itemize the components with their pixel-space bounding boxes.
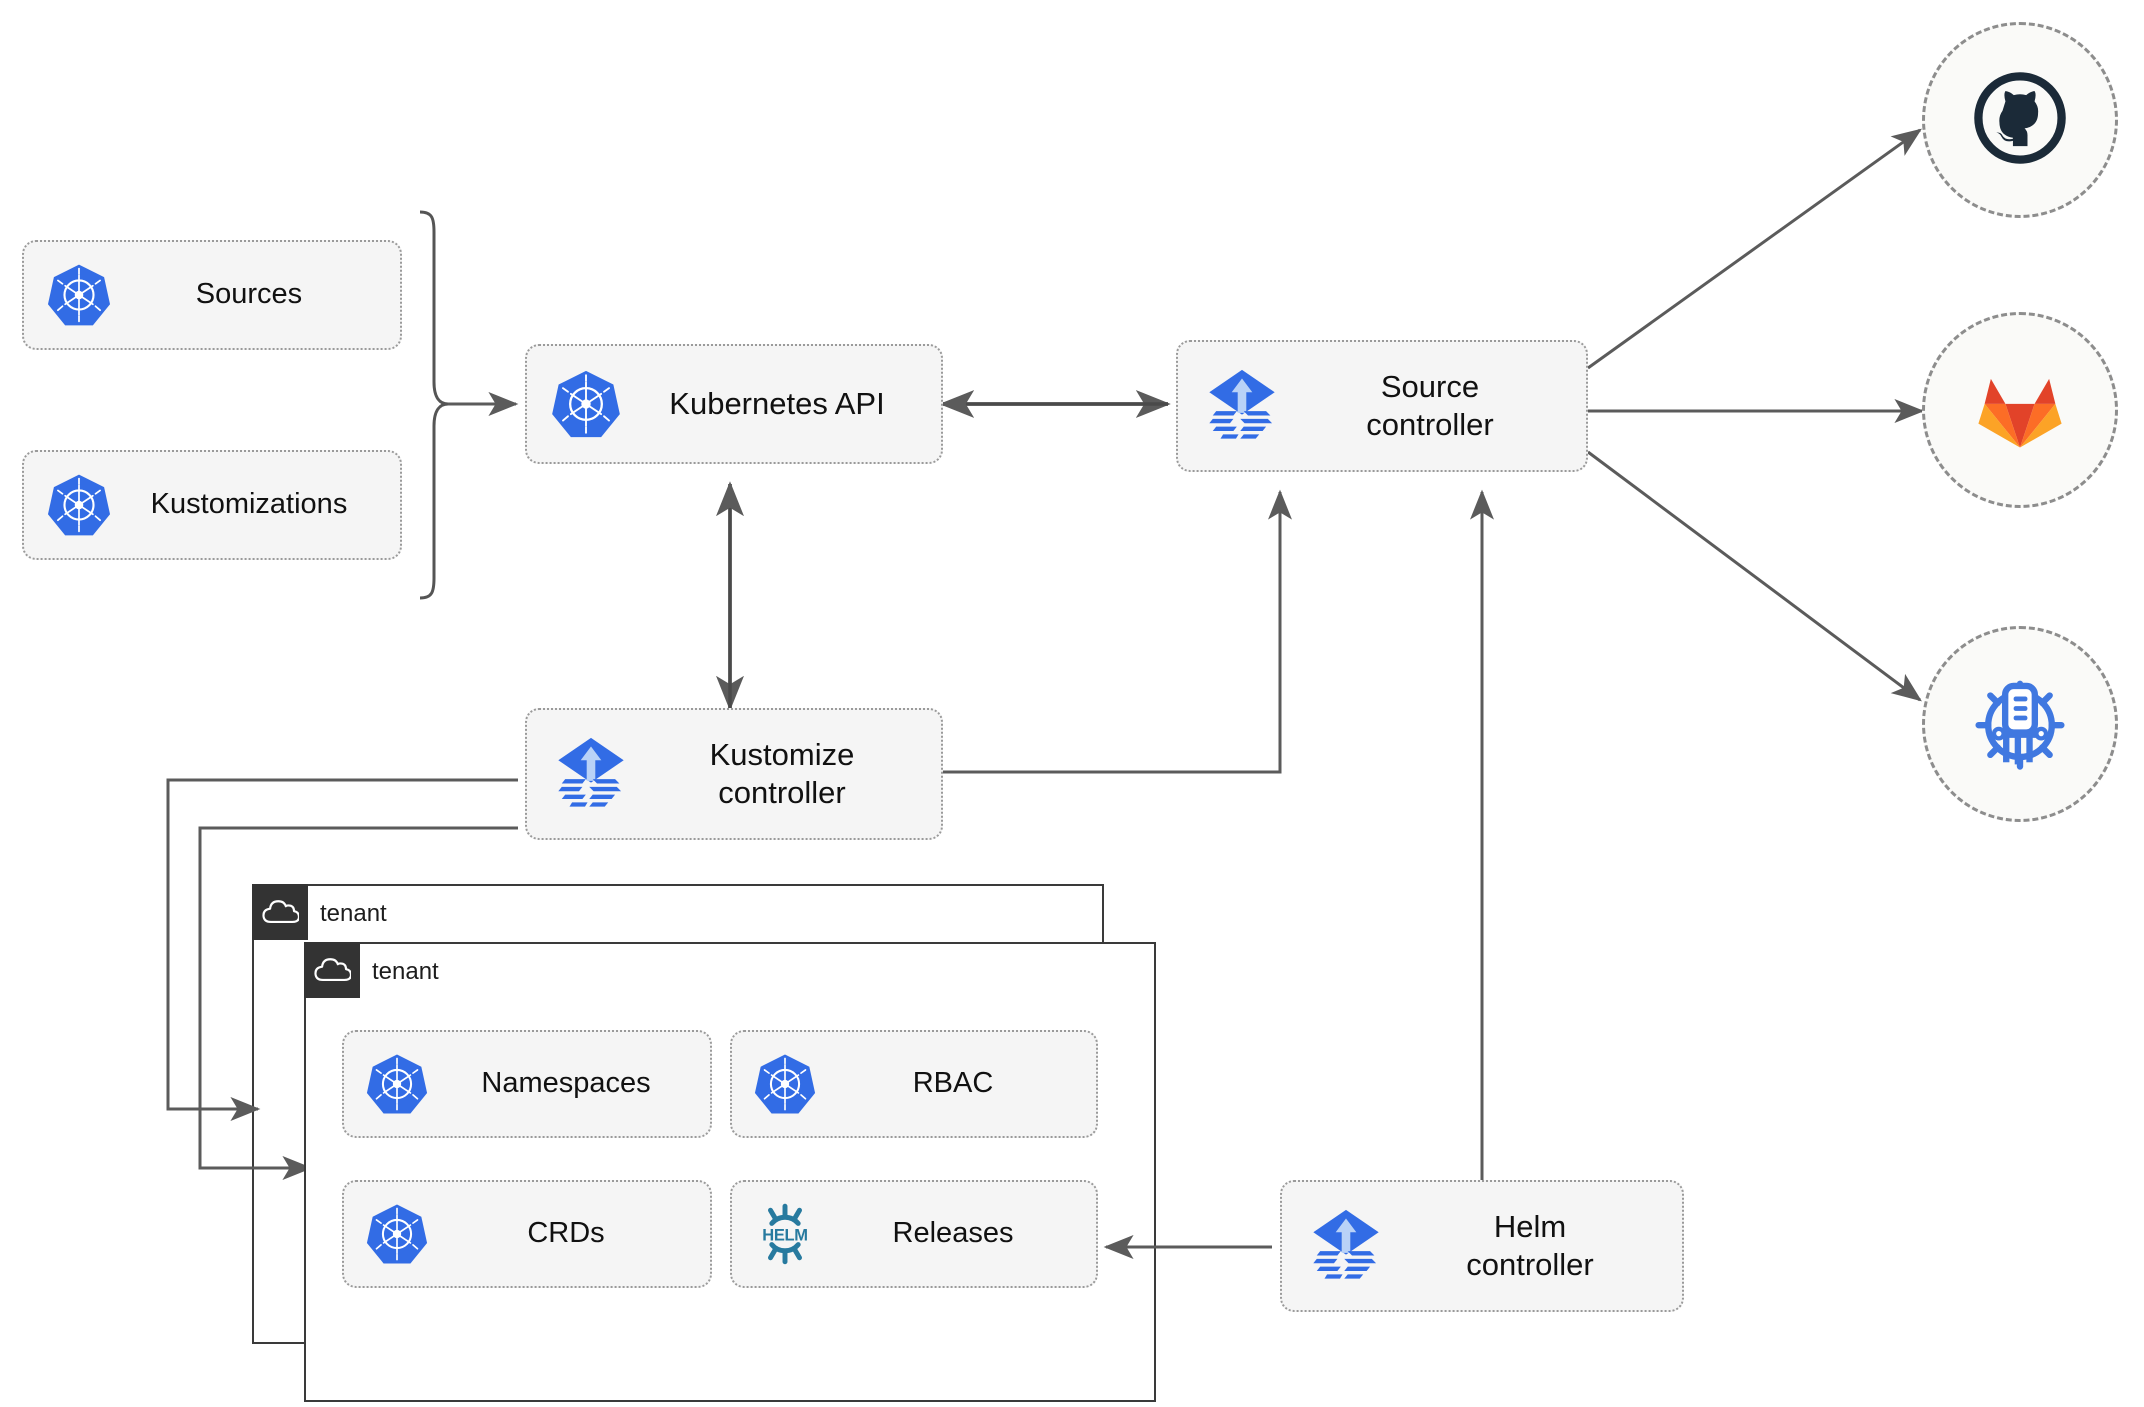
kubernetes-icon xyxy=(746,1052,824,1116)
node-kustomize-controller[interactable]: Kustomize controller xyxy=(525,708,943,840)
node-label: Kustomizations xyxy=(150,488,348,521)
service-gitlab[interactable] xyxy=(1922,312,2118,508)
cloud-icon xyxy=(252,884,308,940)
kubernetes-icon xyxy=(358,1052,436,1116)
node-crds[interactable]: CRDs xyxy=(342,1180,712,1288)
node-label: Kubernetes API xyxy=(669,386,885,422)
helm-icon: HELM xyxy=(746,1201,824,1267)
node-label: RBAC xyxy=(912,1067,994,1100)
node-releases[interactable]: HELM Releases xyxy=(730,1180,1098,1288)
service-github[interactable] xyxy=(1922,22,2118,218)
tenant-container-front[interactable]: tenant xyxy=(304,942,1156,1402)
kubernetes-icon xyxy=(42,472,116,538)
kubernetes-icon xyxy=(42,262,116,328)
flux-icon xyxy=(543,731,639,817)
node-label: CRDs xyxy=(527,1217,605,1250)
flux-icon xyxy=(1298,1203,1394,1289)
gitlab-icon xyxy=(1968,356,2072,465)
node-kustomizations[interactable]: Kustomizations xyxy=(22,450,402,560)
node-helm-controller[interactable]: Helm controller xyxy=(1280,1180,1684,1312)
harbor-icon xyxy=(1967,669,2073,780)
tenant-label: tenant xyxy=(372,958,439,985)
kubernetes-icon xyxy=(543,368,629,440)
node-namespaces[interactable]: Namespaces xyxy=(342,1030,712,1138)
service-harbor[interactable] xyxy=(1922,626,2118,822)
node-label: Namespaces xyxy=(481,1067,651,1100)
node-label: Helm controller xyxy=(1466,1209,1594,1282)
kubernetes-icon xyxy=(358,1202,436,1266)
github-icon xyxy=(1968,66,2072,175)
node-label: Kustomize controller xyxy=(709,737,855,810)
node-sources[interactable]: Sources xyxy=(22,240,402,350)
svg-text:HELM: HELM xyxy=(762,1227,807,1245)
tenant-label: tenant xyxy=(320,900,387,927)
node-rbac[interactable]: RBAC xyxy=(730,1030,1098,1138)
cloud-icon xyxy=(304,942,360,998)
node-kubernetes-api[interactable]: Kubernetes API xyxy=(525,344,943,464)
node-source-controller[interactable]: Source controller xyxy=(1176,340,1588,472)
flux-icon xyxy=(1194,363,1290,449)
node-label: Releases xyxy=(892,1217,1014,1250)
node-label: Sources xyxy=(195,278,303,311)
node-label: Source controller xyxy=(1366,369,1494,442)
